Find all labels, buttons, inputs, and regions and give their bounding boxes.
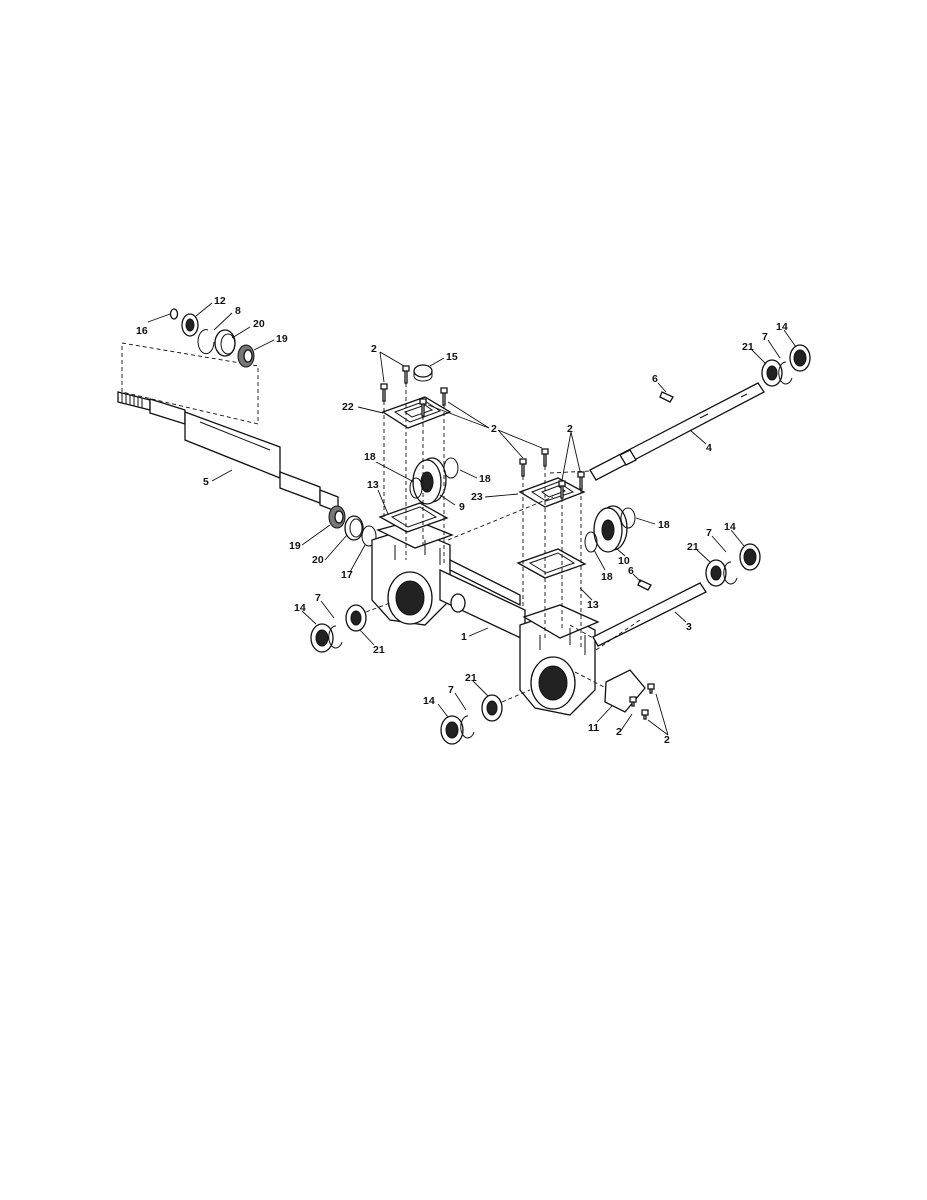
ring-18-a <box>409 477 423 499</box>
key-6-upper <box>659 391 674 403</box>
callout-10: 10 <box>618 555 630 567</box>
end-cover-dash <box>574 671 607 689</box>
bearing-21-left <box>345 604 367 632</box>
callout-13: 13 <box>367 479 379 491</box>
callout-18: 18 <box>479 473 491 485</box>
plug-15 <box>413 364 433 382</box>
bearing-21-bottom <box>481 694 503 722</box>
callout-1: 1 <box>461 631 467 643</box>
callout-2: 2 <box>664 734 670 746</box>
seal-14-upper <box>789 344 811 372</box>
bolts-2-bottom <box>629 683 655 720</box>
callout-2: 2 <box>616 726 622 738</box>
shaft-3-dash <box>569 624 594 639</box>
callout-2: 2 <box>491 423 497 435</box>
align-dash-2 <box>595 619 641 651</box>
snap-ring-7-left <box>328 625 343 649</box>
part-19-bearing-cone <box>237 344 255 368</box>
callout-7: 7 <box>315 592 321 604</box>
ring-18-b <box>443 457 459 479</box>
bearing-21-lower-right <box>705 559 727 587</box>
callout-11: 11 <box>588 722 599 734</box>
seal-14-left <box>310 623 334 653</box>
callout-21: 21 <box>373 644 385 656</box>
shaft-5 <box>117 391 339 513</box>
bearing-21-upper <box>761 359 783 387</box>
gasket-13-right <box>516 548 587 579</box>
left-bearing-dash <box>365 602 391 613</box>
snap-ring-7-upper <box>778 361 793 385</box>
callout-16: 16 <box>136 325 148 337</box>
callout-3: 3 <box>686 621 692 633</box>
callout-9: 9 <box>459 501 465 513</box>
cover-plate-23 <box>518 477 586 508</box>
callout-12: 12 <box>214 295 226 307</box>
callout-18: 18 <box>364 451 376 463</box>
callout-4: 4 <box>706 442 712 454</box>
callout-7: 7 <box>448 684 454 696</box>
right-stack-dash-lines <box>522 466 582 648</box>
callout-17: 17 <box>341 569 353 581</box>
key-6-lower <box>637 579 652 591</box>
callout-5: 5 <box>203 476 209 488</box>
part-20-bearing-cup <box>214 329 236 357</box>
callout-18: 18 <box>658 519 670 531</box>
callout-numbers: 16 12 8 20 19 2 15 22 2 2 18 18 13 9 5 1… <box>136 295 788 746</box>
callout-6: 6 <box>652 373 658 385</box>
part-17-ring <box>361 525 377 547</box>
bottom-bearing-dash <box>501 689 531 703</box>
left-stack-dash-lines <box>383 383 445 565</box>
shaft-4 <box>589 382 765 481</box>
part-8-snap-ring <box>197 329 215 355</box>
ring-18-d <box>584 531 598 553</box>
bolts-2-left <box>380 365 448 417</box>
callout-20: 20 <box>312 554 324 566</box>
callout-19: 19 <box>276 333 288 345</box>
callout-14: 14 <box>423 695 435 707</box>
end-cover-11 <box>604 669 646 713</box>
gasket-13-left <box>378 502 449 533</box>
callout-18: 18 <box>601 571 613 583</box>
callout-7: 7 <box>706 527 712 539</box>
part-12-seal <box>181 313 199 337</box>
callout-14: 14 <box>294 602 306 614</box>
callout-2: 2 <box>567 423 573 435</box>
callout-8: 8 <box>235 305 241 317</box>
housing-1 <box>371 519 600 716</box>
part-16-ring <box>169 308 179 320</box>
part-19-cone-lower <box>328 505 346 529</box>
callout-14: 14 <box>776 321 788 333</box>
seal-14-lower-right <box>739 543 761 571</box>
bolts-2-right <box>519 448 585 499</box>
snap-ring-7-lower-right <box>723 561 738 585</box>
ring-18-c <box>620 507 636 529</box>
callout-21: 21 <box>465 672 477 684</box>
align-dash-1 <box>447 496 554 541</box>
part-20-cup-lower <box>344 515 364 541</box>
callout-20: 20 <box>253 318 265 330</box>
seal-14-bottom <box>440 715 464 745</box>
cover-plate-22 <box>381 396 452 429</box>
callout-13: 13 <box>587 599 599 611</box>
callout-6: 6 <box>628 565 634 577</box>
callout-19: 19 <box>289 540 301 552</box>
gear-10 <box>593 505 628 553</box>
callout-7: 7 <box>762 331 768 343</box>
gear-9 <box>412 457 447 505</box>
callout-22: 22 <box>342 401 354 413</box>
leader-lines <box>147 302 797 736</box>
shaft-3 <box>592 582 707 647</box>
callout-21: 21 <box>687 541 699 553</box>
callout-15: 15 <box>446 351 458 363</box>
snap-ring-7-bottom <box>460 715 475 739</box>
callout-23: 23 <box>471 491 483 503</box>
callout-2: 2 <box>371 343 377 355</box>
callout-21: 21 <box>742 341 754 353</box>
callout-14: 14 <box>724 521 736 533</box>
